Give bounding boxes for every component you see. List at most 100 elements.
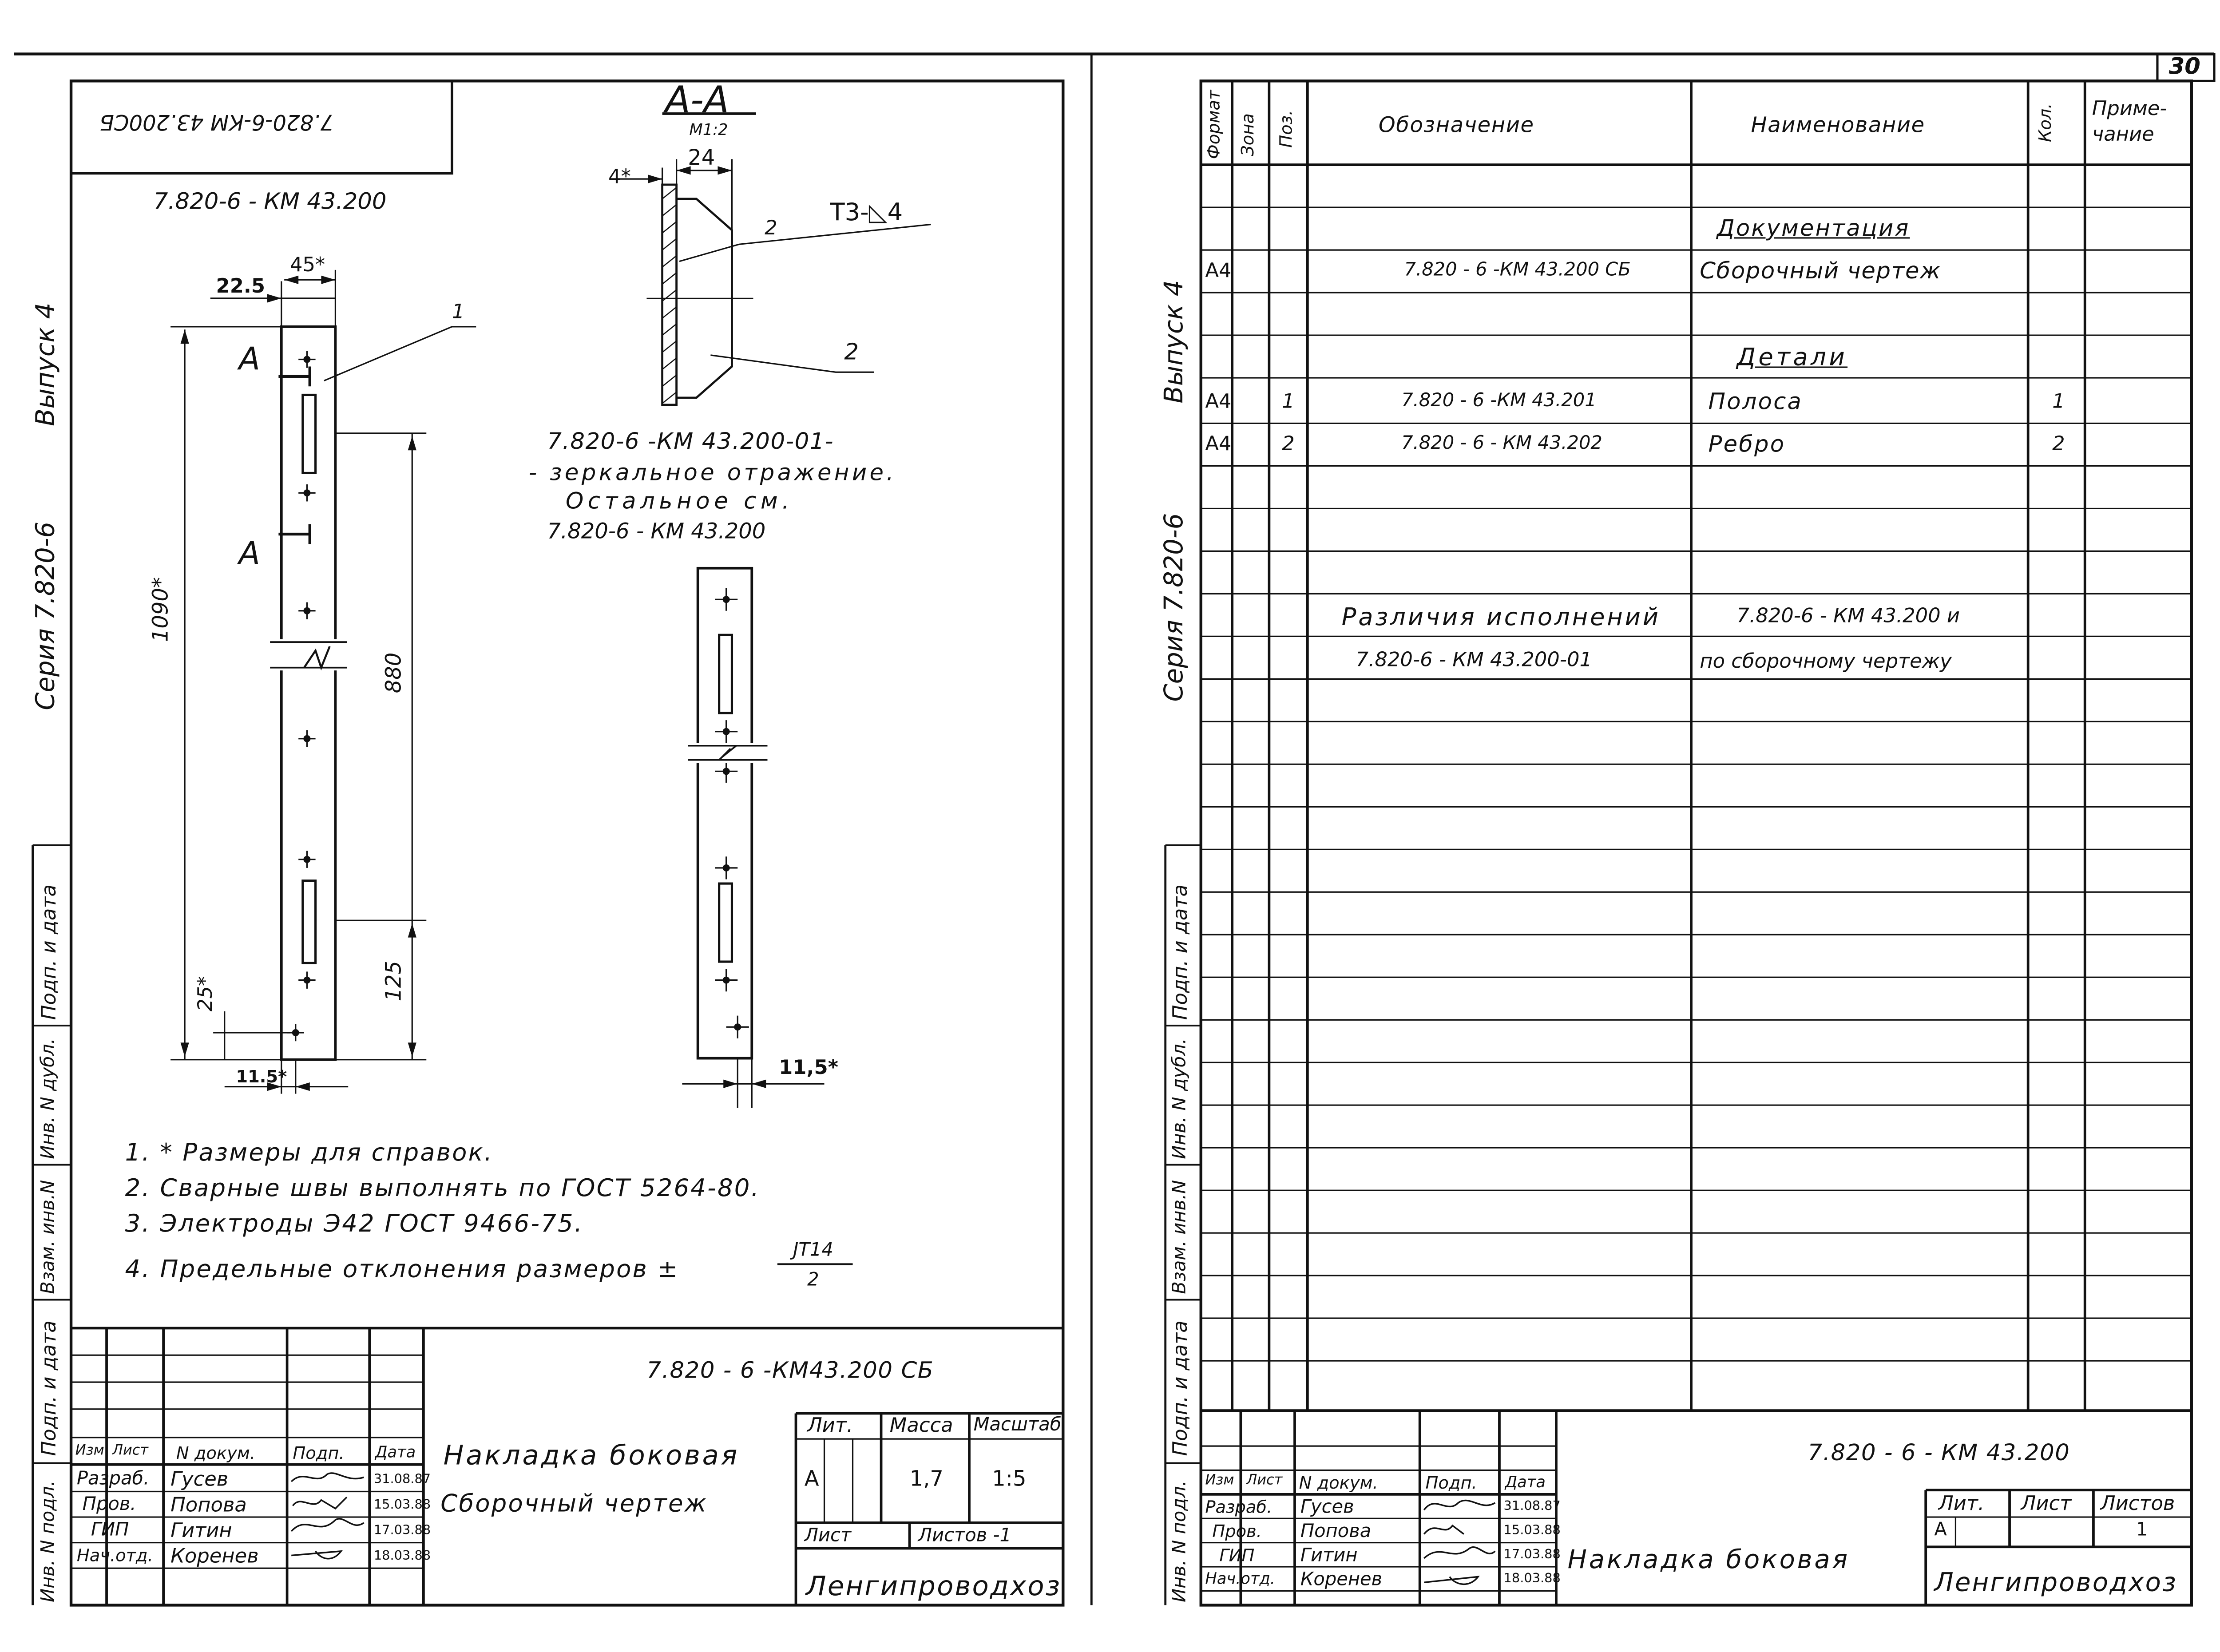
tb-header-doc: N докум. <box>176 1443 256 1463</box>
spec-doc-name: Сборочный чертеж <box>1700 257 1941 284</box>
tb-role-2: Пров. <box>82 1494 136 1516</box>
side-cell-inv-dubl: Инв. N дубл. <box>38 1038 60 1159</box>
section-mark-bottom: А <box>238 537 260 573</box>
spec-header-format: Формат <box>1204 90 1224 159</box>
right-tb-header-izm: Изм <box>1205 1473 1234 1489</box>
right-tb-header-podp: Подп. <box>1425 1473 1477 1493</box>
spec-header-pos: Поз. <box>1276 110 1296 148</box>
spec-doc-format: А4 <box>1205 260 1232 283</box>
tb-scale-value: 1:5 <box>992 1466 1027 1492</box>
note-3: 3. Электроды Э42 ГОСТ 9466-75. <box>125 1210 584 1239</box>
tb-header-data: Дата <box>375 1443 416 1462</box>
mirrored-stamp-code: 7.820-6-КМ 43.200СБ <box>99 109 334 135</box>
right-tb-header-list: Лист <box>1246 1473 1283 1489</box>
tb-scale-header: Масштаб <box>973 1414 1062 1436</box>
tb-mass-header: Масса <box>889 1414 953 1438</box>
right-side-cell-podp-data-bottom: Подп. и дата <box>1169 1320 1193 1456</box>
section-title: А-А <box>665 79 729 123</box>
right-tb-date-2: 15.03.88 <box>1503 1524 1561 1539</box>
spec-section-docs: Документация <box>1717 214 1910 242</box>
right-tb-role-1: Разраб. <box>1205 1497 1273 1517</box>
spec-diff-3: 7.820-6 - КМ 43.200-01 <box>1356 649 1593 672</box>
section-mark-top: А <box>238 342 260 378</box>
spec-part-2-name: Ребро <box>1708 430 1786 458</box>
right-tb-name-1: Гусев <box>1300 1497 1354 1519</box>
right-side-label-vypusk: Выпуск 4 <box>1159 280 1190 404</box>
view-label-main: 7.820-6 - КМ 43.200 <box>153 187 387 215</box>
right-side-cell-inv-podl: Инв. N подл. <box>1169 1480 1191 1603</box>
tb-title-1: Накладка боковая <box>443 1440 740 1472</box>
dim-11-5-a: 11.5* <box>236 1066 287 1087</box>
spec-diff-4: по сборочному чертежу <box>1700 650 1952 673</box>
section-scale: М1:2 <box>689 120 728 139</box>
tb-header-podp: Подп. <box>293 1443 345 1463</box>
dim-22-5: 22.5 <box>216 275 266 298</box>
spec-header-name: Наименование <box>1751 112 1925 138</box>
right-tb-name-3: Гитин <box>1300 1545 1358 1567</box>
side-cell-podp-data-top: Подп. и дата <box>38 884 61 1020</box>
note-4-fraction-num: JT14 <box>793 1240 833 1262</box>
dim-24: 24 <box>688 145 715 170</box>
spec-part-1-format: А4 <box>1205 390 1232 414</box>
dim-45: 45* <box>289 254 325 277</box>
note-1: 1. * Размеры для справок. <box>125 1139 494 1168</box>
note-4: 4. Предельные отклонения размеров ± <box>125 1256 679 1284</box>
tb-date-3: 17.03.88 <box>373 1524 431 1539</box>
tb-date-4: 18.03.88 <box>373 1549 431 1564</box>
side-cell-vzam-inv: Взам. инв.N <box>38 1180 60 1294</box>
spec-header-note: Приме-чание <box>2092 98 2167 147</box>
right-tb-date-1: 31.08.87 <box>1503 1500 1561 1514</box>
spec-header-zone: Зона <box>1237 113 1258 156</box>
right-tb-organization: Ленгипроводхоз <box>1934 1568 2177 1598</box>
right-tb-sheet-header: Лист <box>2021 1493 2072 1516</box>
tb-lit-header: Лит. <box>807 1414 853 1438</box>
leader-2-a: 2 <box>765 217 777 240</box>
tb-header-list: Лист <box>112 1443 148 1459</box>
tb-title-2: Сборочный чертеж <box>440 1490 708 1519</box>
right-side-label-seriya: Серия 7.820-6 <box>1159 513 1190 702</box>
right-side-cell-podp-data-top: Подп. и дата <box>1169 884 1193 1020</box>
spec-part-2-format: А4 <box>1205 433 1232 456</box>
spec-doc-designation: 7.820 - 6 -КМ 43.200 СБ <box>1404 260 1631 281</box>
right-side-cell-vzam-inv: Взам. инв.N <box>1169 1180 1191 1294</box>
mirror-note-4: 7.820-6 - КМ 43.200 <box>547 518 766 544</box>
tb-lit-value: А <box>804 1466 819 1492</box>
tb-organization: Ленгипроводхоз <box>805 1571 1062 1603</box>
dim-11-5-b: 11,5* <box>779 1057 839 1080</box>
right-tb-header-data: Дата <box>1505 1473 1546 1492</box>
spec-part-2-designation: 7.820 - 6 - КМ 43.202 <box>1401 433 1602 455</box>
right-tb-name-2: Попова <box>1300 1521 1372 1543</box>
note-2: 2. Сварные швы выполнять по ГОСТ 5264-80… <box>125 1174 761 1203</box>
tb-role-4: Нач.отд. <box>76 1545 153 1565</box>
spec-header-qty: Кол. <box>2035 103 2055 142</box>
side-cell-inv-podl: Инв. N подл. <box>38 1480 60 1603</box>
spec-part-1-name: Полоса <box>1708 388 1803 415</box>
tb-mass-value: 1,7 <box>909 1466 944 1492</box>
side-label-seriya: Серия 7.820-6 <box>31 521 61 710</box>
tb-name-1: Гусев <box>170 1469 229 1492</box>
right-tb-date-3: 17.03.88 <box>1503 1548 1561 1563</box>
leader-1: 1 <box>452 301 465 324</box>
right-tb-role-3: ГИП <box>1219 1545 1255 1565</box>
tb-header-izm: Изм <box>75 1443 104 1459</box>
tb-role-1: Разраб. <box>76 1469 150 1490</box>
title-block-code: 7.820 - 6 -КМ43.200 СБ <box>646 1356 934 1384</box>
dim-125: 125 <box>381 961 407 1002</box>
spec-diff-2: 7.820-6 - КМ 43.200 и <box>1736 605 1960 628</box>
right-tb-date-4: 18.03.88 <box>1503 1572 1561 1587</box>
spec-header-designation: Обозначение <box>1378 112 1534 138</box>
tb-name-2: Попова <box>170 1494 247 1517</box>
side-cell-podp-data-bottom: Подп. и дата <box>38 1320 61 1456</box>
right-side-cell-inv-dubl: Инв. N дубл. <box>1169 1038 1191 1159</box>
tb-sheet-header: Лист <box>804 1525 852 1547</box>
right-tb-code: 7.820 - 6 - КМ 43.200 <box>1808 1439 2070 1466</box>
weld-symbol: Т3-◺4 <box>830 198 903 227</box>
mirror-note-2: - зеркальное отражение. <box>528 459 897 486</box>
tb-date-2: 15.03.88 <box>373 1498 431 1513</box>
mirror-note-1: 7.820-6 -КМ 43.200-01- <box>547 428 834 455</box>
page-number: 30 <box>2168 52 2200 80</box>
dim-880: 880 <box>381 652 407 693</box>
spec-section-parts: Детали <box>1736 344 1848 372</box>
mirror-note-3: Остальное см. <box>565 487 794 515</box>
